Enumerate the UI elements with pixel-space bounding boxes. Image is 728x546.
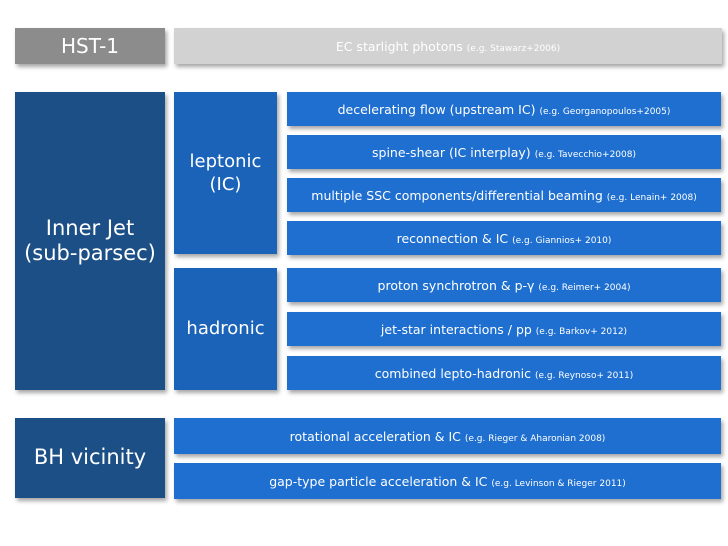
- leptonic-row-multiple-ssc: multiple SSC components/differential bea…: [287, 178, 721, 212]
- row-main: reconnection & IC: [396, 230, 509, 246]
- bh-vicinity-box: BH vicinity: [15, 418, 165, 498]
- hadronic-box: hadronic: [174, 268, 277, 390]
- leptonic-sublabel: (IC): [209, 174, 242, 195]
- bh-row-rotational-acceleration: rotational acceleration & IC (e.g. Riege…: [174, 418, 721, 454]
- row-main: multiple SSC components/differential bea…: [311, 187, 603, 203]
- leptonic-box: leptonic (IC): [174, 92, 277, 254]
- ec-starlight-box: EC starlight photons (e.g. Stawarz+2006): [174, 28, 722, 64]
- row-ref: (e.g. Giannios+ 2010): [512, 235, 612, 246]
- leptonic-row-multiple-ssc-text: multiple SSC components/differential bea…: [311, 188, 696, 203]
- bh-row-rotational-acceleration-text: rotational acceleration & IC (e.g. Riege…: [290, 429, 606, 444]
- row-ref: (e.g. Georganopoulos+2005): [539, 106, 671, 117]
- leptonic-row-reconnection: reconnection & IC (e.g. Giannios+ 2010): [287, 221, 721, 255]
- row-ref: (e.g. Rieger & Aharonian 2008): [464, 433, 606, 444]
- ec-starlight-ref: (e.g. Stawarz+2006): [466, 43, 561, 54]
- bh-vicinity-label: BH vicinity: [33, 445, 147, 470]
- inner-jet-box: Inner Jet (sub-parsec): [15, 92, 165, 390]
- row-main: combined lepto-hadronic: [374, 365, 532, 381]
- leptonic-row-reconnection-text: reconnection & IC (e.g. Giannios+ 2010): [397, 231, 612, 246]
- hst1-label: HST-1: [60, 34, 120, 58]
- hadronic-row-lepto-hadronic-text: combined lepto-hadronic (e.g. Reynoso+ 2…: [375, 366, 634, 381]
- row-ref: (e.g. Reimer+ 2004): [538, 282, 631, 293]
- row-ref: (e.g. Lenain+ 2008): [606, 192, 697, 203]
- inner-jet-sublabel: (sub-parsec): [24, 241, 156, 265]
- bh-row-gap-type: gap-type particle acceleration & IC (e.g…: [174, 463, 721, 499]
- leptonic-row-decelerating-flow-text: decelerating flow (upstream IC) (e.g. Ge…: [338, 102, 671, 117]
- row-ref: (e.g. Reynoso+ 2011): [535, 370, 634, 381]
- bh-row-gap-type-text: gap-type particle acceleration & IC (e.g…: [269, 474, 626, 489]
- row-ref: (e.g. Tavecchio+2008): [534, 149, 636, 160]
- hst1-box: HST-1: [15, 28, 165, 64]
- row-ref: (e.g. Barkov+ 2012): [535, 326, 628, 337]
- ec-starlight-text: EC starlight photons (e.g. Stawarz+2006): [336, 39, 560, 54]
- row-main: jet-star interactions / pp: [380, 321, 532, 337]
- row-main: spine-shear (IC interplay): [372, 144, 531, 160]
- inner-jet-label: Inner Jet: [45, 215, 135, 240]
- hadronic-row-proton-synchrotron: proton synchrotron & p-γ (e.g. Reimer+ 2…: [287, 268, 721, 302]
- leptonic-row-spine-shear: spine-shear (IC interplay) (e.g. Tavecch…: [287, 135, 721, 169]
- leptonic-label: leptonic: [189, 150, 262, 172]
- hadronic-row-proton-synchrotron-text: proton synchrotron & p-γ (e.g. Reimer+ 2…: [378, 278, 631, 293]
- hadronic-label: hadronic: [186, 318, 265, 340]
- row-main: rotational acceleration & IC: [289, 428, 461, 444]
- row-main: proton synchrotron & p-γ: [377, 277, 535, 293]
- leptonic-row-decelerating-flow: decelerating flow (upstream IC) (e.g. Ge…: [287, 92, 721, 126]
- row-main: decelerating flow (upstream IC): [337, 101, 536, 117]
- hadronic-row-jet-star: jet-star interactions / pp (e.g. Barkov+…: [287, 312, 721, 346]
- hadronic-row-lepto-hadronic: combined lepto-hadronic (e.g. Reynoso+ 2…: [287, 356, 721, 390]
- row-ref: (e.g. Levinson & Rieger 2011): [491, 478, 626, 489]
- leptonic-row-spine-shear-text: spine-shear (IC interplay) (e.g. Tavecch…: [372, 145, 636, 160]
- hadronic-row-jet-star-text: jet-star interactions / pp (e.g. Barkov+…: [381, 322, 627, 337]
- ec-starlight-main: EC starlight photons: [335, 38, 463, 54]
- row-main: gap-type particle acceleration & IC: [269, 473, 488, 489]
